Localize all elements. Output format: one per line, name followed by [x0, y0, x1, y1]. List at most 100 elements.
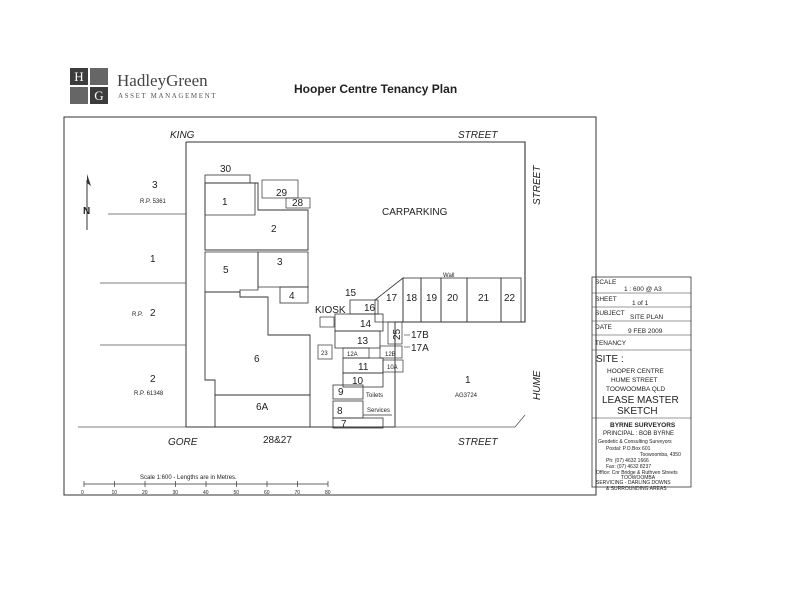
tenancy-7-label: 7	[341, 419, 347, 430]
tenancy-3-box	[257, 251, 309, 288]
tenancy-17-label: 17	[386, 293, 398, 304]
lot-1-left-label: 1	[150, 254, 156, 265]
tenancy-12b-label: 12B	[385, 352, 396, 358]
tenancy-10a-box	[382, 359, 404, 373]
scale-tick-label: 60	[264, 490, 270, 496]
lot-1-boundary	[394, 322, 526, 428]
logo-h: H	[74, 69, 84, 84]
kiosk-box	[319, 316, 335, 328]
tb-principal: PRINCIPAL : BOB BYRNE	[603, 431, 674, 437]
tb-scale-label: SCALE	[595, 279, 617, 286]
tb-firm-line-4: Ph: (07) 4632 1666	[606, 458, 649, 464]
scale-tick-label: 20	[142, 490, 148, 496]
tb-lease-line-2: SKETCH	[617, 406, 658, 417]
lot-1-label: 1	[465, 375, 471, 386]
ag3724-label: AG3724	[455, 393, 478, 399]
tenancy-18-label: 18	[406, 293, 418, 304]
gore-street-label-street: STREET	[458, 437, 498, 448]
tenancy-11-label: 11	[358, 362, 369, 373]
tenancy-17a-label: 17A	[411, 343, 429, 354]
king-street-label-king: KING	[170, 130, 195, 141]
hume-street-label-street: STREET	[532, 165, 543, 205]
tb-servicing-line-2: & SURROUNDING AREAS	[606, 486, 667, 492]
tb-sheet-label: SHEET	[595, 296, 617, 303]
gore-street-label-gore: GORE	[168, 437, 198, 448]
page-title: Hooper Centre Tenancy Plan	[294, 82, 458, 96]
tb-site-line-3: TOOWOOMBA QLD	[606, 386, 665, 393]
tenancy-30-label: 30	[220, 164, 232, 175]
north-label: N	[83, 206, 90, 217]
logo-name: HadleyGreen	[117, 71, 208, 90]
tenancy-8-label: 8	[337, 406, 343, 417]
tenancy-14-label: 14	[360, 319, 372, 330]
tenancy-6-label: 6	[254, 354, 260, 365]
tenancy-9-label: 9	[338, 387, 344, 398]
drawing-frame	[63, 116, 597, 496]
tenancy-6a-label: 6A	[256, 402, 269, 413]
tenancy-20-label: 20	[447, 293, 459, 304]
tb-site-label: SITE :	[596, 354, 624, 365]
scale-tick-label: 40	[203, 490, 209, 496]
tb-sheet-value: 1 of 1	[632, 300, 649, 307]
tb-scale-value: 1 : 600 @ A3	[624, 286, 662, 293]
north-arrow-head	[87, 174, 91, 186]
tenancy-1-label: 1	[222, 197, 228, 208]
tb-tenancy-label: TENANCY	[595, 340, 627, 347]
tenancy-21-label: 21	[478, 293, 490, 304]
tenancy-5-box	[204, 251, 259, 293]
tenancy-14-box	[334, 313, 384, 332]
scale-tick-label: 30	[173, 490, 179, 496]
tenancy-25-label: 25	[392, 328, 403, 340]
tenancy-23-label: 23	[321, 351, 328, 357]
rp-short-label: R.P.	[132, 312, 143, 318]
tb-firm-line-5: Fax: (07) 4632 8237	[606, 464, 651, 470]
lot-3-label: 3	[152, 180, 158, 191]
tenancy-2-block	[204, 182, 309, 251]
wall-label: Wall	[443, 273, 454, 279]
tenancy-4-label: 4	[289, 291, 295, 302]
toilets-label: Toilets	[366, 393, 383, 399]
scale-tick-label: 50	[234, 490, 240, 496]
tenancy-15-label: 15	[345, 288, 357, 299]
tenancy-4-box	[279, 286, 309, 304]
carparking-label: CARPARKING	[382, 207, 448, 218]
logo-h-box: H	[70, 68, 88, 85]
tb-firm-line-1: Geodetic & Consulting Surveyors	[598, 439, 672, 445]
tenancy-17b-label: 17B	[411, 330, 429, 341]
king-street-label-street: STREET	[458, 130, 498, 141]
tenancy-12b-box	[379, 345, 403, 359]
title-block-frame	[591, 276, 692, 488]
hume-street-label-hume: HUME	[532, 370, 543, 400]
tenancy-22-label: 22	[504, 293, 516, 304]
logo-leaf-box	[70, 87, 88, 104]
tb-subject-label: SUBJECT	[595, 310, 625, 317]
tenancy-28-27-label: 28&27	[263, 435, 292, 446]
tenancy-10a-label: 10A	[387, 365, 398, 371]
tenancy-6a-box	[214, 394, 311, 428]
logo-blank-box	[90, 68, 108, 85]
tb-firm-line-2: Postal: P.O.Box 601	[606, 446, 651, 452]
tb-date-label: DATE	[595, 324, 613, 331]
scale-bar-caption: Scale 1:600 - Lengths are in Metres.	[140, 475, 237, 481]
tb-subject-value: SITE PLAN	[630, 314, 664, 321]
scale-tick-label: 0	[81, 490, 84, 496]
tb-firm-line-3: Toowoomba, 4350	[640, 452, 681, 458]
tenancy-5-label: 5	[223, 265, 229, 276]
tenancy-12a-label: 12A	[347, 352, 358, 358]
rp-5361-label: R.P. 5361	[140, 199, 167, 205]
logo-tagline: ASSET MANAGEMENT	[118, 92, 218, 100]
logo-g: G	[94, 88, 104, 103]
tb-firm: BYRNE SURVEYORS	[610, 422, 676, 429]
kiosk-label: KIOSK	[315, 305, 346, 316]
tenancy-30-box	[204, 174, 251, 184]
tenancy-7-box	[332, 417, 384, 429]
logo-g-box: G	[90, 87, 108, 104]
scale-tick-label: 80	[325, 490, 331, 496]
tenancy-29-box	[261, 179, 299, 199]
tenancy-16-label: 16	[364, 303, 376, 314]
tenancy-3-label: 3	[277, 257, 283, 268]
rp-61348-label: R.P. 61348	[134, 391, 164, 397]
tenancy-9-box	[332, 384, 364, 400]
